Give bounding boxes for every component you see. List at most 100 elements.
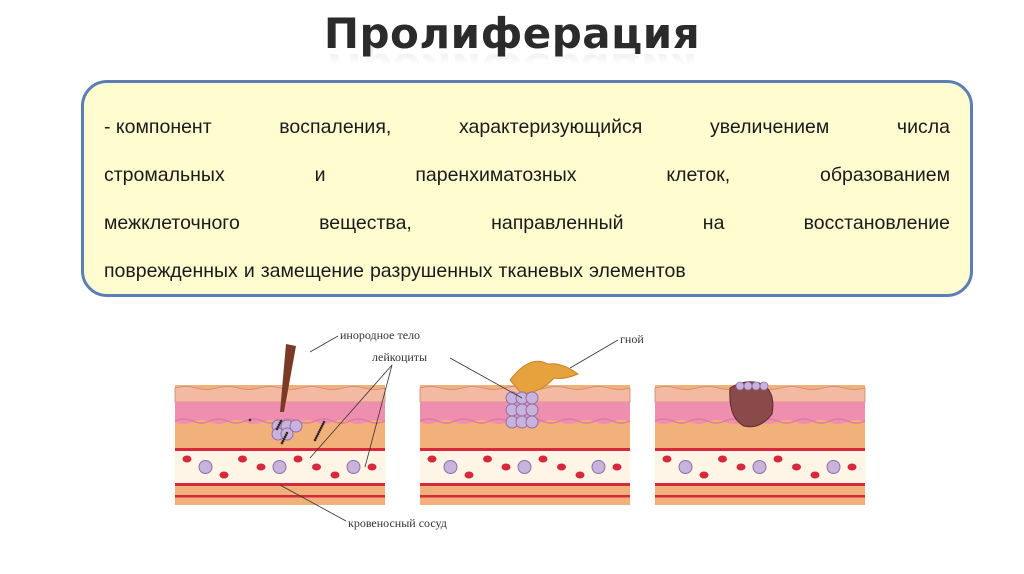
definition-word: и — [243, 260, 255, 282]
debris-dot — [317, 430, 321, 434]
red-blood-cell — [367, 463, 377, 471]
debris-dot — [285, 431, 289, 435]
definition-word: межклеточного — [104, 212, 240, 234]
leader-foreign-body — [309, 335, 339, 353]
label-leukocytes: лейкоциты — [372, 350, 427, 364]
definition-word: образованием — [820, 164, 950, 186]
definition-word: увеличением — [709, 116, 830, 138]
red-blood-cell — [773, 455, 783, 463]
debris-dot — [313, 438, 317, 442]
foreign-body-splinter — [280, 344, 296, 412]
leader-leukocytes-1 — [309, 364, 393, 459]
vessel-wall-top — [175, 448, 385, 451]
definition-line-1: - компонент воспаления, характеризующийс… — [104, 103, 950, 151]
debris-dot — [278, 421, 282, 425]
red-blood-cell — [256, 463, 266, 471]
leukocyte-cell — [289, 419, 303, 433]
leader-leukocytes-2 — [364, 364, 393, 468]
vessel-wall-bottom — [175, 483, 385, 486]
lower-vessel-line — [420, 495, 630, 498]
leukocyte-cell — [591, 460, 606, 474]
scab-mass — [729, 381, 774, 428]
debris-dot — [283, 435, 287, 439]
tissue-illustration: инородное тело лейкоциты гной кровеносны… — [150, 322, 890, 542]
leukocyte-cell — [678, 460, 693, 474]
leukocyte-cell — [525, 391, 539, 405]
leukocyte-cell — [198, 460, 213, 474]
debris-dot — [321, 422, 325, 426]
definition-word: стромальных — [104, 164, 225, 186]
definition-box: - компонент воспаления, характеризующийс… — [81, 80, 973, 297]
debris-dot — [279, 419, 283, 423]
tissue-panel-2 — [419, 360, 631, 505]
red-blood-cell — [427, 455, 437, 463]
debris-dot — [281, 439, 285, 443]
debris-dot — [282, 437, 286, 441]
definition-line-4: поврежденных и замещение разрушенных тка… — [104, 247, 950, 295]
debris-dot — [314, 436, 318, 440]
debris-dot — [275, 427, 279, 431]
red-blood-cell — [293, 455, 303, 463]
lower-vessel-line — [175, 495, 385, 498]
debris-dot — [280, 441, 284, 445]
leukocyte-cell — [346, 460, 361, 474]
red-blood-cell — [219, 471, 229, 479]
leukocyte-cell — [752, 460, 767, 474]
red-blood-cell — [718, 455, 727, 463]
label-foreign-body: инородное тело — [340, 328, 420, 342]
red-blood-cell — [575, 471, 585, 479]
red-blood-cell — [330, 471, 340, 479]
red-blood-cell — [312, 463, 321, 471]
red-blood-cell — [464, 471, 474, 479]
debris-dot — [322, 420, 326, 424]
leukocyte-cell — [525, 415, 539, 429]
debris-dot — [318, 428, 322, 432]
debris-dot — [277, 423, 281, 427]
vessel-wall-bottom — [655, 483, 865, 486]
epidermis-layer — [174, 386, 386, 403]
definition-word: паренхиматозных — [415, 164, 577, 186]
definition-word: воспаления, — [279, 116, 392, 138]
leukocyte-cell — [751, 381, 761, 391]
red-blood-cell — [501, 463, 511, 471]
red-blood-cell — [238, 455, 247, 463]
red-blood-cell — [736, 463, 746, 471]
definition-word: разрушенных — [369, 260, 493, 282]
definition-word: вещества, — [319, 212, 412, 234]
definition-word: тканевых — [498, 260, 584, 282]
red-blood-cell — [483, 455, 492, 463]
vessel-wall-top — [655, 448, 865, 451]
red-blood-cell — [612, 463, 622, 471]
leukocyte-cell — [443, 460, 458, 474]
label-blood-vessel: кровеносный сосуд — [348, 516, 447, 530]
tissue-panels — [174, 344, 866, 505]
definition-word: поврежденных — [104, 260, 238, 282]
definition-word: элементов — [589, 260, 686, 282]
definition-word: и — [314, 164, 326, 186]
red-blood-cell — [792, 463, 801, 471]
definition-word: характеризующийся — [458, 116, 643, 138]
red-blood-cell — [557, 463, 566, 471]
vessel-wall-bottom — [420, 483, 630, 486]
tissue-illustration-svg: инородное тело лейкоциты гной кровеносны… — [174, 328, 866, 530]
leukocyte-cell — [272, 460, 287, 474]
pus-mass — [509, 360, 579, 395]
label-pus: гной — [620, 332, 644, 346]
red-blood-cell — [662, 455, 672, 463]
definition-word: восстановление — [803, 212, 950, 234]
definition-word: на — [702, 212, 725, 234]
leader-leukocytes-3 — [449, 357, 523, 399]
tissue-panel-3 — [654, 381, 866, 505]
red-blood-cell — [699, 471, 709, 479]
red-blood-cell — [810, 471, 820, 479]
debris-dot — [319, 426, 323, 430]
definition-word: клеток, — [666, 164, 731, 186]
vessel-wall-top — [420, 448, 630, 451]
leukocyte-cell — [525, 403, 539, 417]
slide-title: Пролиферация — [323, 9, 701, 58]
definition-word: направленный — [491, 212, 624, 234]
leukocyte-cell — [826, 460, 841, 474]
debris-dot — [276, 425, 280, 429]
definition-word: - компонент — [104, 116, 212, 138]
debris-dot — [248, 418, 252, 422]
